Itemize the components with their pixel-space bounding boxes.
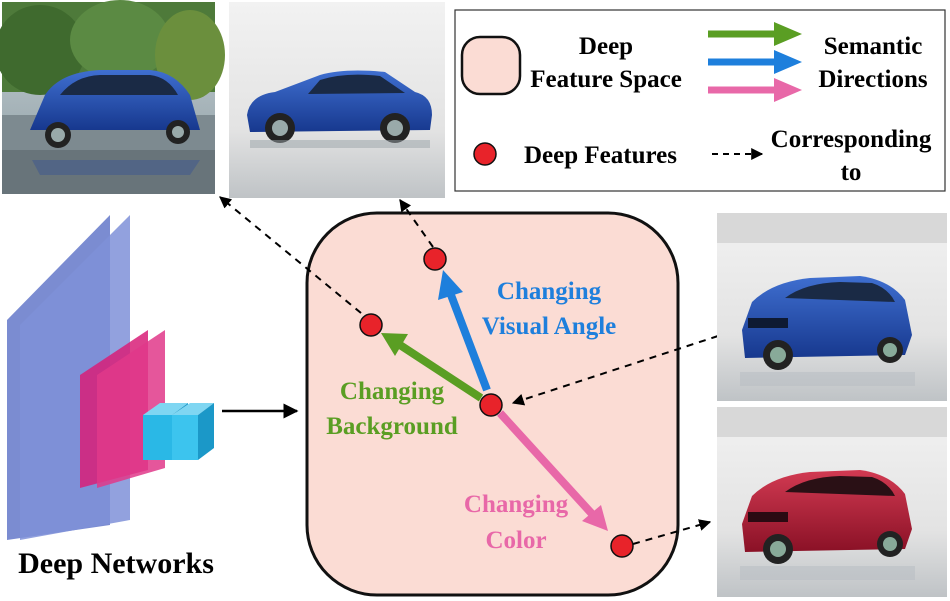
legend-corresponding-label-line1: Corresponding [771, 126, 932, 153]
legend-feature-space-swatch [460, 35, 522, 96]
legend-green-arrow [708, 22, 802, 46]
feature-point-background [359, 313, 383, 337]
color-direction-arrow [497, 410, 608, 531]
legend-pink-arrow [708, 78, 802, 102]
dashed-arrow-to-red-car [632, 519, 712, 545]
feature-point-original [479, 393, 503, 417]
legend-semantic-label-line2: Directions [818, 66, 928, 93]
dashed-arrow-to-wet-background [219, 196, 362, 314]
color-label-line1: Changing [464, 491, 569, 518]
background-label-line2: Background [326, 413, 458, 440]
car-photo-red-color-changed [717, 407, 947, 597]
visual-angle-label-line2: Visual Angle [482, 313, 617, 340]
legend-semantic-label-line1: Semantic [824, 33, 923, 60]
deep-network-illustration [7, 215, 214, 540]
background-direction-arrow [381, 333, 484, 402]
legend-corresponding-label-line2: to [841, 159, 862, 186]
legend-deep-feature-dot [473, 142, 497, 166]
deep-networks-label: Deep Networks [18, 547, 214, 580]
legend-box: Deep Feature Space Semantic Directions D… [454, 9, 946, 192]
car-photo-side-view [229, 2, 445, 198]
visual-angle-label-line1: Changing [497, 278, 602, 305]
color-label-line2: Color [485, 527, 546, 554]
car-photo-wet-background [0, 0, 225, 194]
dashed-arrow-from-blue-car [511, 335, 719, 406]
legend-feature-space-label-line1: Deep [579, 33, 633, 60]
visual-angle-direction-arrow [438, 270, 491, 392]
legend-deep-features-label: Deep Features [524, 142, 677, 169]
feature-point-visual-angle [423, 247, 447, 271]
dashed-arrow-to-side-view [399, 199, 434, 248]
legend-blue-arrow [708, 50, 802, 74]
background-label-line1: Changing [340, 378, 445, 405]
feature-point-color [610, 534, 634, 558]
car-photo-blue-original [717, 213, 947, 401]
legend-feature-space-label-line2: Feature Space [530, 66, 682, 93]
